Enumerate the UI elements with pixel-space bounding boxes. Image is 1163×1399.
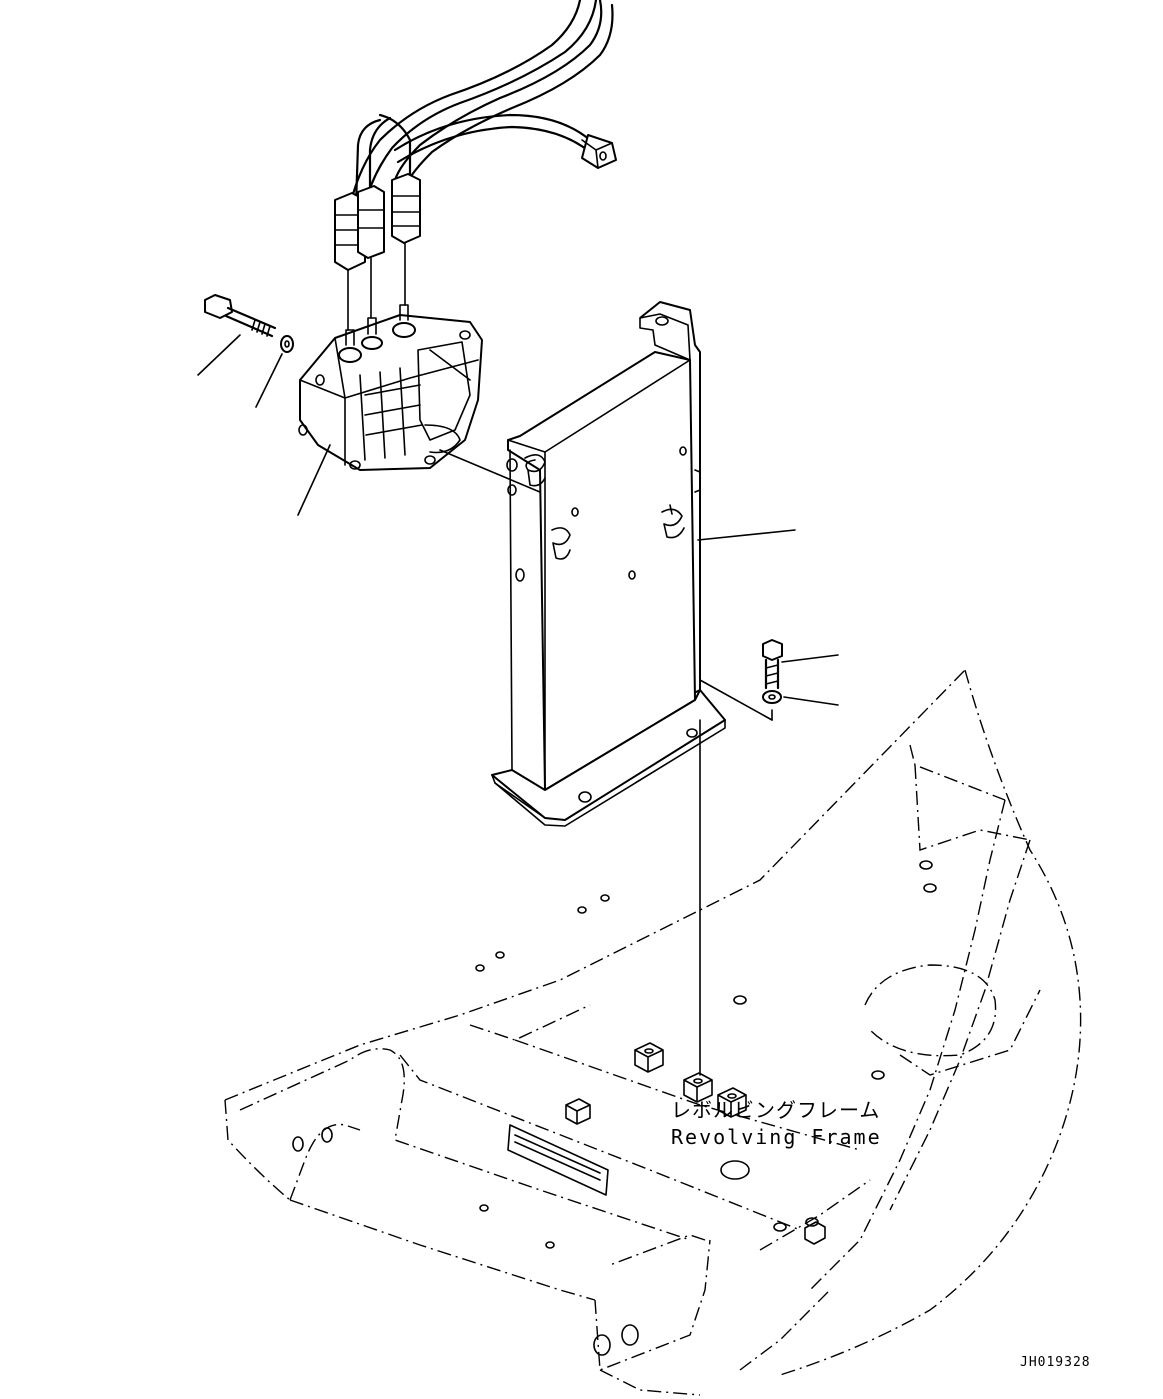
valve-assembly — [298, 304, 579, 509]
revolving-frame — [224, 669, 1082, 1396]
bracket-bolt — [762, 639, 783, 704]
frame-label-english: Revolving Frame — [671, 1125, 882, 1149]
wire-harness — [348, 0, 617, 207]
valve-bolt — [204, 294, 294, 353]
callout-leaders — [197, 334, 839, 706]
valve-bracket — [491, 301, 773, 1076]
frame-label-japanese: レボルビングフレーム — [671, 1098, 881, 1122]
harness-connectors — [334, 173, 421, 331]
drawing-code: JH019328 — [1020, 1355, 1091, 1370]
